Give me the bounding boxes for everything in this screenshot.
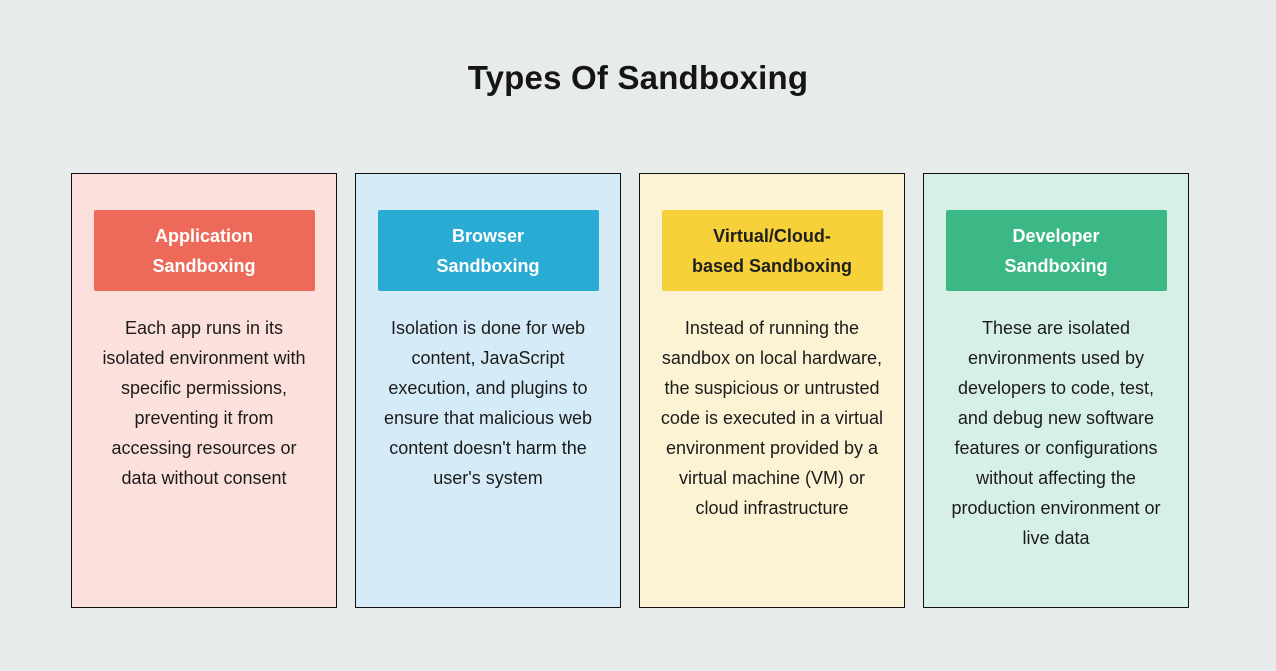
page-title: Types Of Sandboxing	[467, 59, 809, 96]
card-body-developer-sandboxing: These are isolated environments used by …	[951, 318, 1161, 548]
card-header-line: Developer	[1012, 225, 1100, 246]
card-header-line: Virtual/Cloud-	[713, 225, 831, 246]
card-browser-sandboxing: Browser Sandboxing Isolation is done for…	[355, 173, 621, 608]
card-header-line: Sandboxing	[1004, 255, 1108, 276]
card-application-sandboxing: Application Sandboxing Each app runs in …	[71, 173, 337, 608]
card-body-application-sandboxing: Each app runs in its isolated environmen…	[102, 318, 306, 488]
card-header-line: Application	[155, 225, 253, 246]
card-header-line: Sandboxing	[152, 255, 256, 276]
card-virtual-cloud-based-sandboxing: Virtual/Cloud- based Sandboxing Instead …	[639, 173, 905, 608]
card-body-virtual-cloud-based-sandboxing: Instead of running the sandbox on local …	[660, 318, 884, 518]
card-header-virtual-cloud-based-sandboxing: Virtual/Cloud- based Sandboxing	[661, 210, 883, 291]
card-header-browser-sandboxing: Browser Sandboxing	[377, 210, 599, 291]
card-header-line: Sandboxing	[436, 255, 540, 276]
card-header-line: Browser	[451, 225, 525, 246]
cards-row: Application Sandboxing Each app runs in …	[71, 173, 1205, 608]
card-developer-sandboxing: Developer Sandboxing These are isolated …	[923, 173, 1189, 608]
card-header-line: based Sandboxing	[691, 255, 853, 276]
card-header-developer-sandboxing: Developer Sandboxing	[945, 210, 1167, 291]
card-body-browser-sandboxing: Isolation is done for web content, JavaS…	[383, 318, 593, 488]
card-header-application-sandboxing: Application Sandboxing	[93, 210, 315, 291]
